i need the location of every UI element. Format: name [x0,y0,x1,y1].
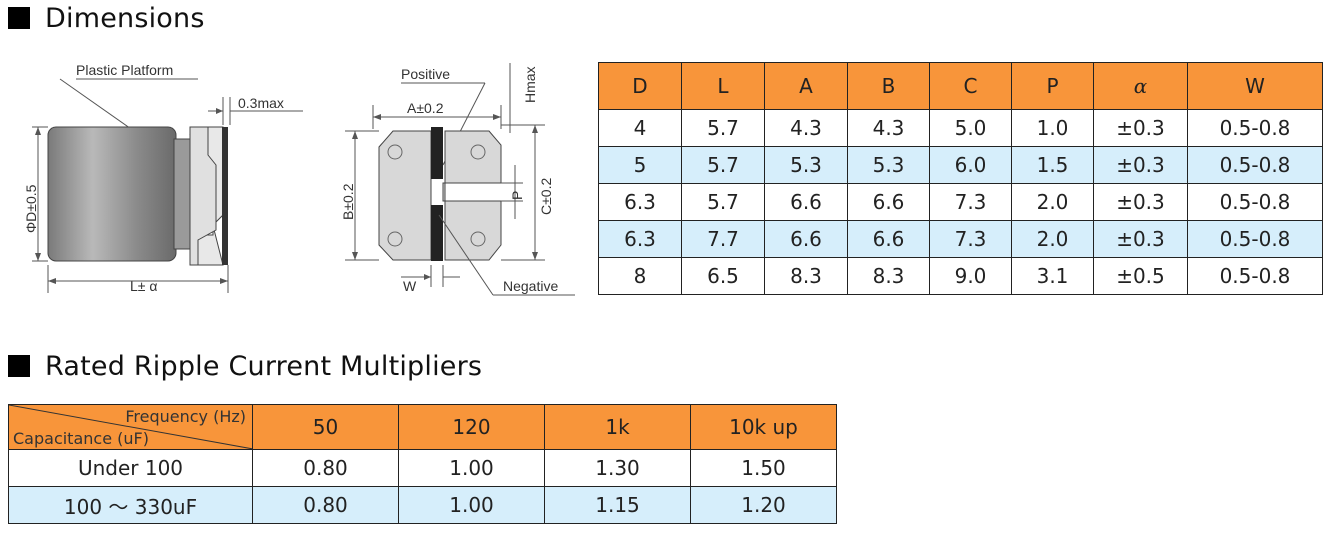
table-cell: 3.1 [1011,257,1094,295]
header-cell: A [764,62,848,110]
table-cell: 5.3 [847,146,930,184]
table-cell: 1.30 [544,449,691,487]
header-cell: 50 [252,404,399,450]
table-cell: 5.7 [681,146,765,184]
table-cell: 4.3 [764,109,848,147]
table-cell: 0.5-0.8 [1187,257,1323,295]
corner-header-cell: Frequency (Hz) Capacitance (uF) [8,404,253,450]
table-cell: 0.5-0.8 [1187,220,1323,258]
table-cell: 4.3 [847,109,930,147]
table-row: Under 100 0.80 1.00 1.30 1.50 [8,449,837,487]
square-bullet-icon [8,7,30,29]
header-cell: D [598,62,682,110]
top-view-diagram: Positive Hmax A±0.2 B±0.2 C±0.2 P W Nega… [340,63,575,296]
section-title-dimensions: Dimensions [8,0,205,36]
table-cell: 6.0 [929,146,1012,184]
table-cell: 7.3 [929,183,1012,221]
table-cell: 1.20 [690,486,837,524]
table-cell: 0.80 [252,449,399,487]
table-cell: 5 [598,146,682,184]
hmax-label: Hmax [522,66,538,103]
table-cell: 7.7 [681,220,765,258]
table-cell: 1.00 [398,486,545,524]
table-row: 100 ～ 330uF 0.80 1.00 1.15 1.20 [8,486,837,524]
ripple-multiplier-table: Frequency (Hz) Capacitance (uF) 50 120 1… [8,404,837,524]
row-label: Under 100 [8,449,253,487]
b-dim-label: B±0.2 [340,183,356,220]
table-row: 8 6.5 8.3 8.3 9.0 3.1 ±0.5 0.5-0.8 [598,257,1323,295]
row-label: 100 ～ 330uF [8,486,253,524]
table-cell: 1.5 [1011,146,1094,184]
header-cell: C [929,62,1012,110]
table-cell: 8.3 [764,257,848,295]
length-label: L± α [130,278,157,294]
header-cell: L [681,62,765,110]
table-row: 6.3 7.7 6.6 6.6 7.3 2.0 ±0.3 0.5-0.8 [598,220,1323,258]
table-cell: ±0.3 [1093,109,1188,147]
table-cell: 5.7 [681,183,765,221]
table-cell: ±0.5 [1093,257,1188,295]
dimensions-title-text: Dimensions [45,2,205,34]
table-row: 4 5.7 4.3 4.3 5.0 1.0 ±0.3 0.5-0.8 [598,109,1323,147]
table-cell: 6.3 [598,220,682,258]
table-cell: 2.0 [1011,183,1094,221]
table-cell: 6.6 [764,220,848,258]
capacitance-label: Capacitance (uF) [13,429,149,448]
table-cell: 8.3 [847,257,930,295]
table-cell: 0.5-0.8 [1187,146,1323,184]
w-dim-label: W [403,278,417,294]
table-cell: 1.0 [1011,109,1094,147]
table-cell: 6.5 [681,257,765,295]
header-cell: 120 [398,404,545,450]
thickness-label: 0.3max [238,95,284,111]
dimensions-table: D L A B C P α W 4 5.7 4.3 4.3 5.0 1.0 ±0… [598,62,1323,295]
c-dim-label: C±0.2 [538,178,554,215]
frequency-label: Frequency (Hz) [125,407,246,426]
square-bullet-icon [8,355,30,377]
header-cell: W [1187,62,1323,110]
header-cell: P [1011,62,1094,110]
table-row: 6.3 5.7 6.6 6.6 7.3 2.0 ±0.3 0.5-0.8 [598,183,1323,221]
header-cell: 1k [544,404,691,450]
table-cell: ±0.3 [1093,183,1188,221]
p-dim-label: P [509,191,525,200]
positive-label: Positive [401,66,450,82]
table-row: 5 5.7 5.3 5.3 6.0 1.5 ±0.3 0.5-0.8 [598,146,1323,184]
negative-label: Negative [503,278,558,294]
table-cell: 6.3 [598,183,682,221]
table-cell: 0.5-0.8 [1187,109,1323,147]
header-cell: B [847,62,930,110]
table-cell: 5.7 [681,109,765,147]
table-cell: 8 [598,257,682,295]
table-cell: 9.0 [929,257,1012,295]
table-cell: 6.6 [764,183,848,221]
table-cell: ±0.3 [1093,220,1188,258]
diameter-label: ΦD±0.5 [23,184,39,233]
table-cell: 0.5-0.8 [1187,183,1323,221]
diagonal-divider [9,405,252,449]
table-cell: 1.50 [690,449,837,487]
table-cell: 1.00 [398,449,545,487]
section-title-ripple: Rated Ripple Current Multipliers [8,348,482,384]
table-cell: 6.6 [847,183,930,221]
plastic-platform-label: Plastic Platform [76,62,173,78]
table-cell: 7.3 [929,220,1012,258]
table-cell: 5.0 [929,109,1012,147]
table-cell: 4 [598,109,682,147]
header-cell: 10k up [690,404,837,450]
header-cell: α [1093,62,1188,110]
table-cell: 0.80 [252,486,399,524]
table-cell: ±0.3 [1093,146,1188,184]
table-cell: 1.15 [544,486,691,524]
ripple-title-text: Rated Ripple Current Multipliers [45,350,483,382]
table-cell: 2.0 [1011,220,1094,258]
ripple-header-row: Frequency (Hz) Capacitance (uF) 50 120 1… [8,404,837,450]
table-cell: 5.3 [764,146,848,184]
dimensions-header-row: D L A B C P α W [598,62,1323,110]
table-cell: 6.6 [847,220,930,258]
a-dim-label: A±0.2 [407,100,444,116]
side-view-diagram: Plastic Platform 0.3max ΦD±0.5 L± α [23,62,303,294]
